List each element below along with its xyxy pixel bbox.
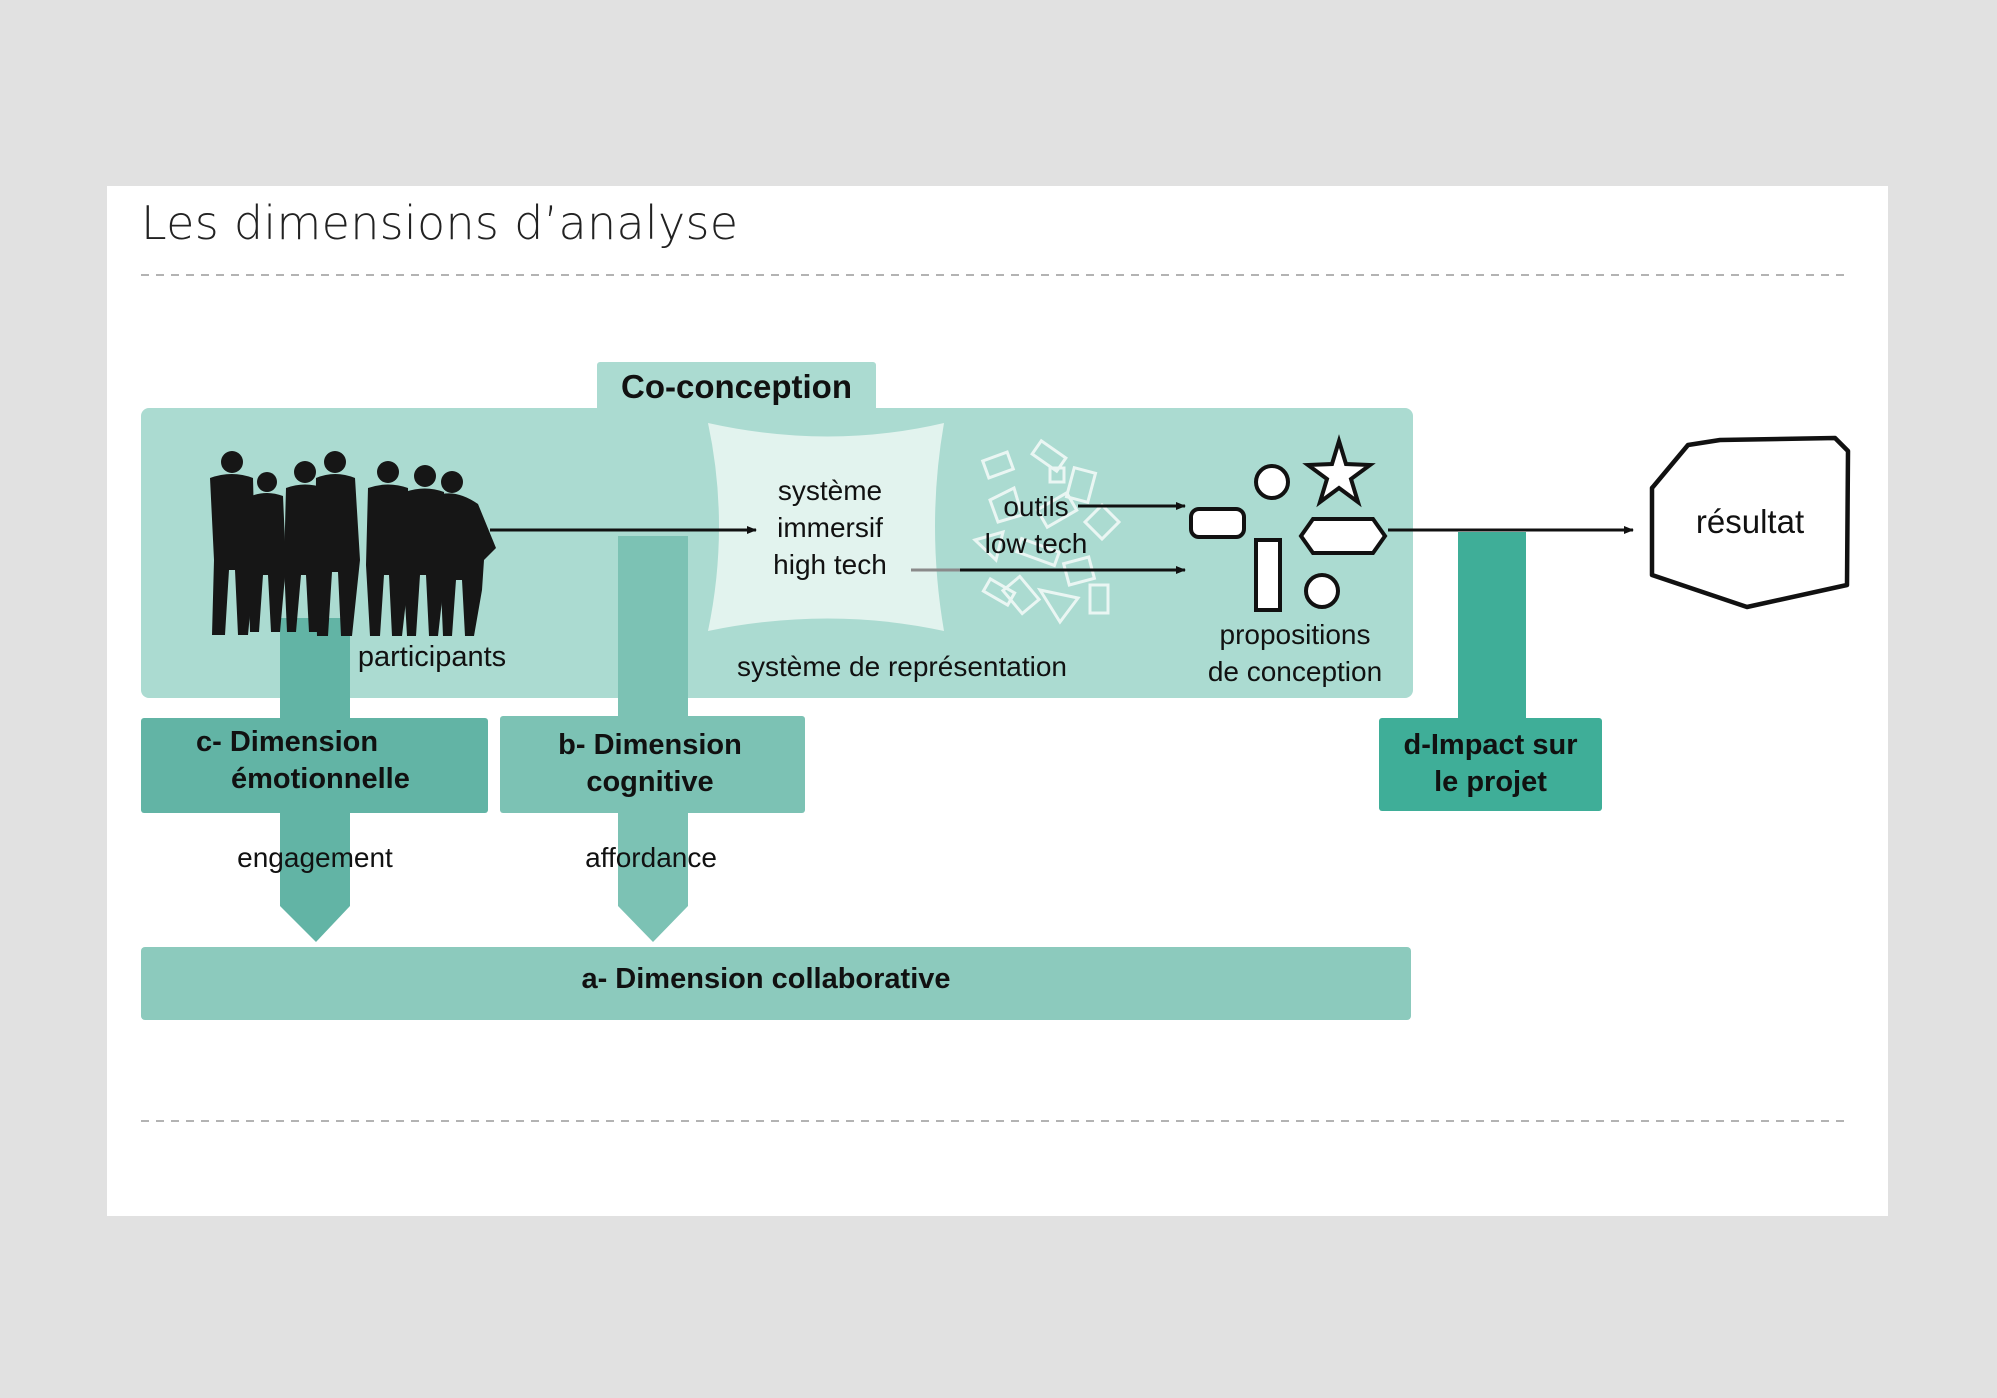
design-proposal-shapes bbox=[1189, 434, 1388, 612]
page-title: Les dimensions d’analyse bbox=[141, 196, 739, 250]
proposal-circle-bottom bbox=[1304, 573, 1340, 609]
design-proposals-line-1: propositions bbox=[1219, 619, 1371, 650]
impact-dimension-label: d-Impact sur le projet bbox=[1379, 727, 1602, 801]
participants-label: participants bbox=[357, 641, 507, 673]
design-proposals-label: propositions de conception bbox=[1180, 616, 1410, 690]
result-label: résultat bbox=[1695, 503, 1805, 540]
representation-system-label: système de représentation bbox=[737, 651, 1067, 682]
impact-line-2: le projet bbox=[1434, 766, 1547, 798]
cognitive-dimension-label: b- Dimension cognitive bbox=[515, 727, 785, 801]
impact-dimension-box bbox=[1379, 718, 1602, 811]
co-conception-label: Co-conception bbox=[621, 368, 852, 405]
emotional-dimension-label: c- Dimension émotionnelle bbox=[141, 724, 488, 798]
emotional-line-1: c- Dimension bbox=[196, 726, 379, 758]
immersive-system-line-1: système bbox=[777, 475, 883, 506]
emotional-line-2: émotionnelle bbox=[231, 763, 410, 795]
low-tech-tools-label: outils low tech bbox=[956, 488, 1116, 562]
participants-silhouettes bbox=[210, 451, 496, 636]
impact-line-1: d-Impact sur bbox=[1403, 729, 1578, 761]
co-conception-tab bbox=[597, 362, 876, 414]
proposal-tall-rect bbox=[1254, 538, 1282, 612]
immersive-system-line-2: immersif bbox=[777, 512, 883, 543]
low-tech-line-1: outils bbox=[1003, 491, 1069, 522]
design-proposals-line-2: de conception bbox=[1207, 656, 1383, 687]
result-octagon bbox=[1649, 435, 1851, 610]
impact-stem bbox=[1458, 532, 1526, 722]
immersive-system-label: système immersif high tech bbox=[730, 472, 930, 583]
cognitive-line-1: b- Dimension bbox=[558, 729, 742, 761]
immersive-screen-shape bbox=[708, 423, 944, 631]
slide-background bbox=[107, 186, 1888, 1216]
affordance-label: affordance bbox=[585, 842, 717, 873]
engagement-label: engagement bbox=[237, 842, 393, 873]
proposal-rounded-rect bbox=[1189, 507, 1246, 539]
proposal-hexagon bbox=[1298, 517, 1388, 555]
cognitive-line-2: cognitive bbox=[586, 766, 714, 798]
proposal-circle-top bbox=[1254, 464, 1290, 500]
collaborative-dimension-bar bbox=[141, 947, 1411, 1020]
emotional-dimension-box bbox=[141, 718, 488, 813]
low-tech-tools-icon bbox=[972, 438, 1122, 625]
proposal-star bbox=[1302, 434, 1376, 508]
low-tech-line-2: low tech bbox=[984, 528, 1088, 559]
immersive-system-line-3: high tech bbox=[773, 549, 887, 580]
cognitive-dimension-box bbox=[500, 716, 805, 813]
collaborative-dimension-label: a- Dimension collaborative bbox=[581, 963, 951, 995]
